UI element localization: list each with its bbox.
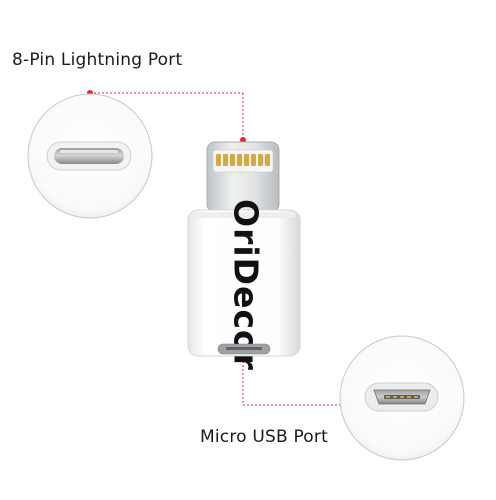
brand-logo-text: OriDecor [227,199,266,371]
lightning-port-label: 8-Pin Lightning Port [12,50,183,70]
micro-usb-pins [386,396,418,398]
oridecor-adapter: OriDecor [187,141,301,371]
lightning-pins [216,154,270,166]
adapter-body [187,209,301,357]
lightning-port-zoom-circle [27,93,153,219]
micro-usb-port-label: Micro USB Port [200,427,328,447]
micro-usb-port-zoom-circle [339,335,465,461]
